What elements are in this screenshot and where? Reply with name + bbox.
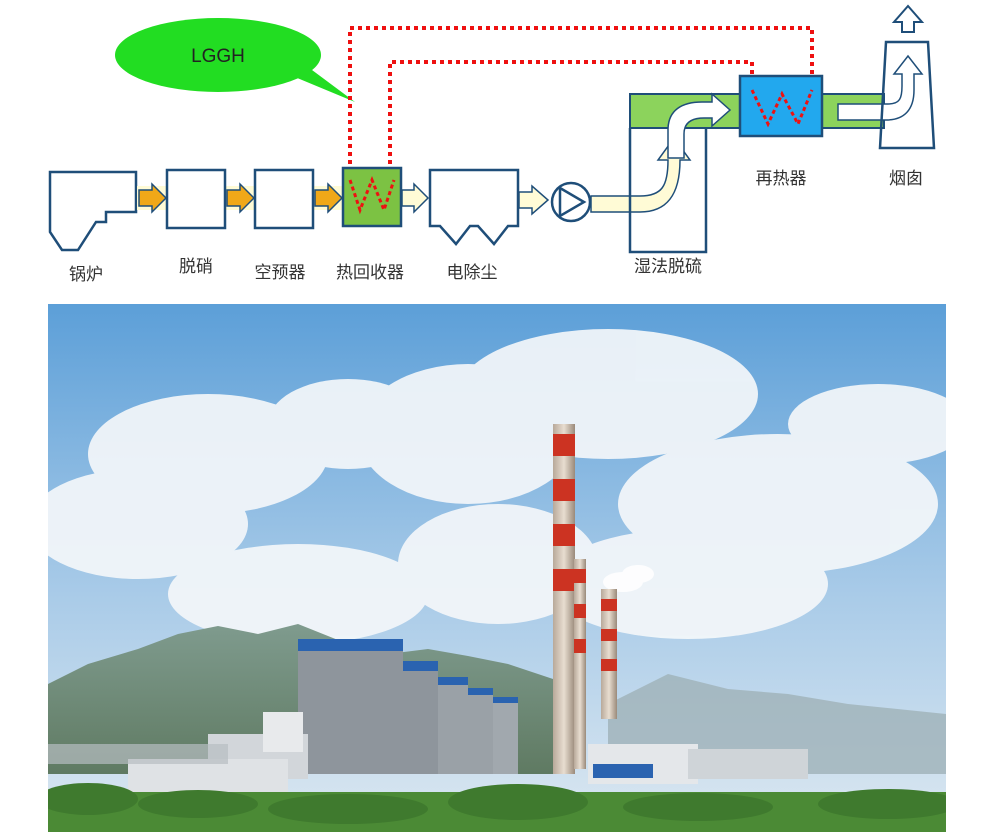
boiler-icon — [48, 170, 138, 252]
cool-flow-arrow-2 — [518, 184, 550, 216]
chimney-inlet-arrow — [837, 54, 924, 121]
label-chimney: 烟囱 — [889, 169, 923, 189]
label-boiler: 锅炉 — [69, 265, 103, 285]
stack-second — [574, 559, 586, 769]
esp-icon — [428, 168, 520, 246]
smoke-plume — [603, 565, 654, 592]
label-reheater: 再热器 — [756, 169, 807, 189]
fan-icon — [550, 181, 592, 223]
flue-gas-process-diagram: LGGH — [48, 4, 936, 285]
power-plant-photo — [48, 304, 946, 832]
chimney-exhaust-arrow — [891, 4, 925, 33]
heat-transfer-loop — [348, 26, 814, 172]
clouds — [48, 329, 946, 644]
label-air-preheater: 空预器 — [255, 263, 306, 283]
denitration-box — [165, 168, 227, 230]
label-esp: 电除尘 — [447, 263, 498, 283]
trees — [48, 783, 946, 832]
hot-flow-arrows — [137, 182, 344, 214]
stack-main — [553, 424, 575, 774]
stack-third — [601, 589, 617, 719]
heat-recovery-exchanger — [341, 166, 403, 228]
chimney-icon — [878, 40, 936, 150]
cool-flow-arrow-1 — [401, 182, 430, 214]
lggh-bubble: LGGH — [115, 18, 355, 102]
lggh-label: LGGH — [191, 46, 245, 67]
wet-fgd-tower — [628, 128, 708, 254]
label-wet-fgd: 湿法脱硫 — [634, 257, 702, 277]
label-denitration: 脱硝 — [179, 257, 213, 277]
cool-flow-pipe — [590, 136, 692, 213]
reheater-exchanger — [738, 74, 824, 138]
fgd-outlet-arrow — [667, 92, 732, 159]
label-heat-recovery: 热回收器 — [336, 263, 404, 283]
air-preheater-box — [253, 168, 315, 230]
